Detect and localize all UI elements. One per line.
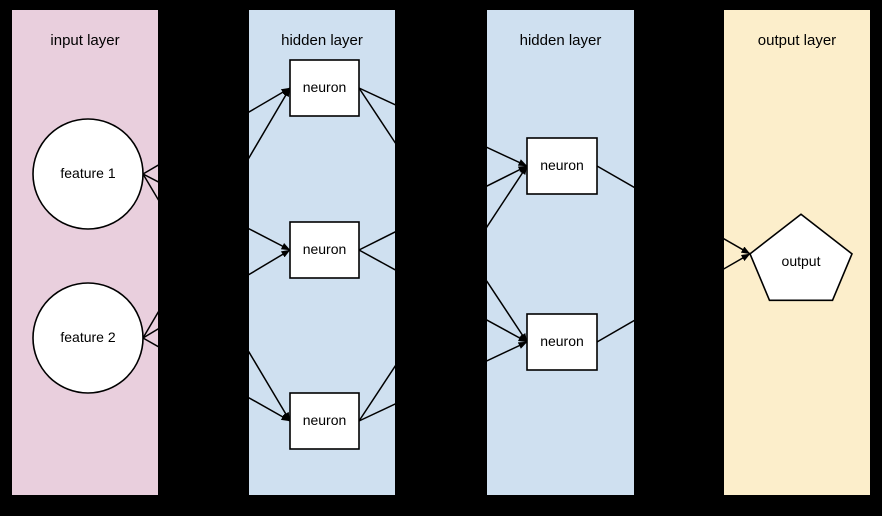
- edge-arrow: [249, 227, 291, 251]
- edge-arrow: [487, 319, 528, 343]
- node-shape-hidden-2-neuron-2[interactable]: [526, 313, 598, 371]
- edge-arrow: [249, 396, 291, 422]
- edge-stub: [358, 231, 395, 251]
- edge-arrow: [487, 280, 528, 343]
- edge-stub: [358, 87, 395, 144]
- edge-stub: [596, 319, 634, 343]
- node-shape-output-node[interactable]: [749, 213, 853, 302]
- edge-arrow: [487, 165, 528, 187]
- edge-arrow: [724, 253, 751, 270]
- layer-title-hidden-1: hidden layer: [281, 32, 363, 49]
- edge-arrow: [249, 249, 291, 276]
- edge-arrow: [724, 238, 751, 255]
- edge-arrow: [249, 87, 291, 160]
- layer-title-input: input layer: [50, 32, 120, 49]
- edge-stub: [358, 364, 395, 422]
- node-shape-feature-2[interactable]: [32, 282, 144, 394]
- edge-arrow: [487, 341, 528, 362]
- edge-stub: [142, 311, 158, 339]
- edge-stub: [358, 249, 395, 271]
- edge-arrow: [249, 87, 291, 113]
- edge-stub: [596, 165, 634, 189]
- layer-title-output: output layer: [757, 32, 837, 49]
- node-shape-hidden-1-neuron-2[interactable]: [289, 221, 360, 279]
- node-shape-feature-1[interactable]: [32, 118, 144, 230]
- layer-panel-input: [12, 10, 158, 495]
- edge-stub: [358, 403, 395, 422]
- layer-title-hidden-2: hidden layer: [519, 32, 602, 49]
- edge-stub: [358, 87, 395, 106]
- layer-panel-hidden-2: [487, 10, 634, 495]
- node-shape-hidden-2-neuron-1[interactable]: [526, 137, 598, 195]
- node-shape-hidden-1-neuron-3[interactable]: [289, 392, 360, 450]
- edge-arrow: [249, 350, 291, 422]
- edge-arrow: [487, 165, 528, 229]
- node-shape-hidden-1-neuron-1[interactable]: [289, 59, 360, 117]
- edge-arrow: [487, 146, 528, 167]
- edge-stub: [142, 173, 158, 201]
